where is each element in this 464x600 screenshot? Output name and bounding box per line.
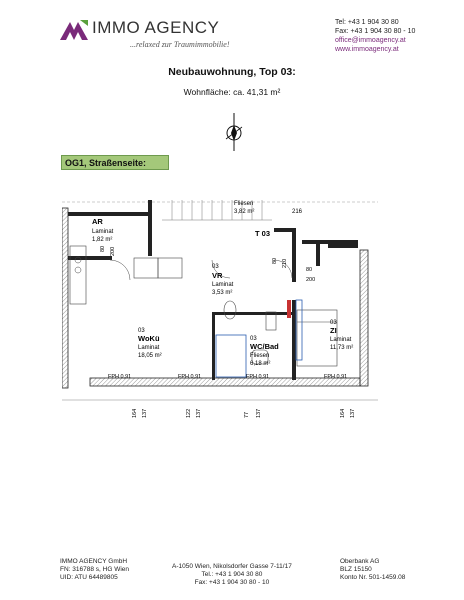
room-vr-floor: Laminat bbox=[212, 282, 234, 288]
room-wc-floor: Fliesen bbox=[250, 353, 269, 359]
dim-zi-w: 80 bbox=[306, 267, 312, 273]
immo-agency-logo-icon bbox=[60, 20, 88, 40]
room-woku-name: WoKü bbox=[138, 334, 160, 343]
dim-bottom-3: 122 bbox=[186, 409, 192, 418]
footer-right-line-2: BLZ 15150 bbox=[340, 566, 372, 573]
dim-ar-h: 200 bbox=[110, 247, 116, 256]
footer-bank: Oberbank AG BLZ 15150 Konto Nr. 501-1459… bbox=[340, 558, 405, 582]
dim-bottom-8: 137 bbox=[350, 409, 356, 418]
window-label-3: FPH 0,91 bbox=[246, 374, 269, 380]
dim-zi-h: 200 bbox=[306, 277, 315, 283]
window-label-4: FPH 0,91 bbox=[324, 374, 347, 380]
room-woku-floor: Laminat bbox=[138, 345, 160, 351]
room-vr-num: 03 bbox=[212, 264, 219, 270]
footer-right-line-3: Konto Nr. 501-1459.08 bbox=[340, 574, 406, 581]
room-woku-area: 18,05 m² bbox=[138, 353, 162, 359]
footer-center-line-3: Fax: +43 1 904 30 80 - 10 bbox=[194, 579, 270, 586]
footer-right-line-1: Oberbank AG bbox=[340, 558, 380, 565]
room-zi-floor: Laminat bbox=[330, 337, 352, 343]
contact-fax: Fax: +43 1 904 30 80 - 10 bbox=[335, 28, 416, 35]
dim-bottom-5: 77 bbox=[244, 412, 250, 418]
footer-center-line-1: A-1050 Wien, Nikolsdorfer Gasse 7-11/17 bbox=[172, 563, 292, 570]
room-ar-area: 1,82 m² bbox=[92, 237, 112, 243]
room-ar-name: AR bbox=[92, 217, 103, 226]
contact-web[interactable]: www.immoagency.at bbox=[335, 46, 399, 53]
footer-company: IMMO AGENCY GmbH FN: 316788 s, HG Wien U… bbox=[60, 558, 129, 582]
dim-bottom-2: 137 bbox=[142, 409, 148, 418]
stair-floor: Fliesen bbox=[234, 201, 253, 207]
window-label-2: FPH 0,91 bbox=[178, 374, 201, 380]
room-ar-floor: Laminat bbox=[92, 229, 114, 235]
contact-tel: Tel: +43 1 904 30 80 bbox=[335, 19, 399, 26]
living-area: Wohnfläche: ca. 41,31 m² bbox=[183, 87, 281, 97]
company-tagline: ...relaxed zur Traumimmobilie! bbox=[130, 40, 230, 49]
dim-vr-h: 210 bbox=[282, 259, 288, 268]
room-zi-name: ZI bbox=[330, 326, 337, 335]
footer-center-line-2: Tel.: +43 1 904 30 80 bbox=[201, 571, 263, 578]
room-wc-area: 6,18 m² bbox=[250, 361, 270, 367]
dim-bottom-6: 137 bbox=[256, 409, 262, 418]
room-woku-num: 03 bbox=[138, 328, 145, 334]
section-label: OG1, Straßenseite: bbox=[61, 155, 169, 170]
room-zi-area: 11,73 m² bbox=[330, 345, 353, 351]
unit-label: T 03 bbox=[255, 229, 270, 238]
dim-bottom-1: 164 bbox=[132, 409, 138, 418]
footer-left-line-3: UID: ATU 64489805 bbox=[60, 574, 118, 581]
compass-north-arrow-icon bbox=[225, 113, 243, 151]
footer-left-line-2: FN: 316788 s, HG Wien bbox=[60, 566, 129, 573]
window-label-1: FPH 0,91 bbox=[108, 374, 131, 380]
room-vr-area: 3,53 m² bbox=[212, 290, 232, 296]
dim-ar-w: 80 bbox=[100, 246, 106, 252]
room-wc-name: WC/Bad bbox=[250, 342, 279, 351]
document-title: Neubauwohnung, Top 03: bbox=[168, 66, 296, 78]
company-name: IMMO AGENCY bbox=[92, 18, 220, 37]
room-zi-num: 03 bbox=[330, 320, 337, 326]
dim-bottom-7: 164 bbox=[340, 409, 346, 418]
contact-email[interactable]: office@immoagency.at bbox=[335, 37, 406, 44]
contact-block: Tel: +43 1 904 30 80 Fax: +43 1 904 30 8… bbox=[335, 18, 415, 54]
dim-bottom-4: 137 bbox=[196, 409, 202, 418]
floor-plan: AR Laminat 1,82 m² 03 VR Laminat 3,53 m²… bbox=[62, 200, 378, 418]
dim-vr-w: 80 bbox=[272, 258, 278, 264]
room-vr-name: VR bbox=[212, 271, 223, 280]
room-wc-num: 03 bbox=[250, 336, 257, 342]
footer-address: A-1050 Wien, Nikolsdorfer Gasse 7-11/17 … bbox=[172, 563, 292, 587]
stair-area: 3,82 m² bbox=[234, 209, 254, 215]
stair-extra: 216 bbox=[292, 209, 303, 215]
footer-left-line-1: IMMO AGENCY GmbH bbox=[60, 558, 128, 565]
